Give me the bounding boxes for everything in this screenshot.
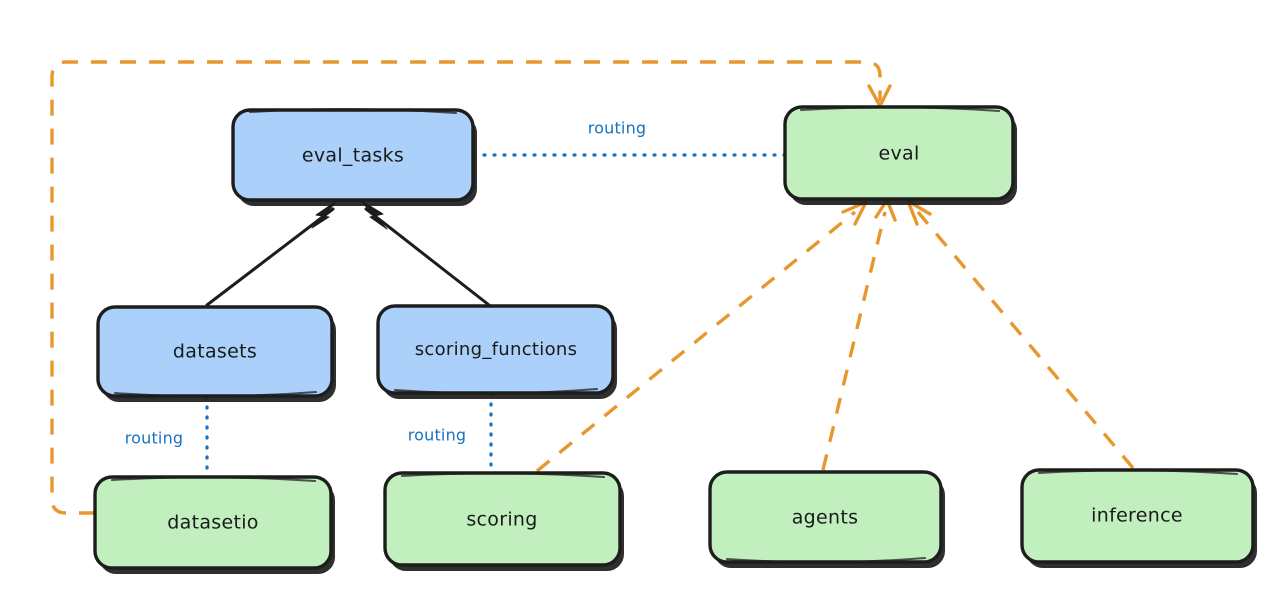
node-eval-label: eval <box>878 143 919 165</box>
edge-label-layer: routing routing routing <box>125 119 647 448</box>
node-agents[interactable]: agents <box>708 470 945 568</box>
node-scoring_functions-sketch-stroke <box>393 387 599 395</box>
edge-inference-to-eval-path <box>916 210 1135 470</box>
edge-datasets-to-eval_tasks-arrowhead <box>311 199 339 229</box>
node-datasetio-label: datasetio <box>167 512 258 534</box>
edge-datasets-to-eval_tasks-path <box>205 207 335 307</box>
edge-agents-to-eval-path <box>821 211 887 471</box>
node-inference-sketch-stroke <box>1037 469 1239 476</box>
node-eval_tasks-sketch-stroke <box>248 108 458 115</box>
node-datasetio[interactable]: datasetio <box>93 475 335 574</box>
node-datasets[interactable]: datasets <box>96 305 336 402</box>
edge-datasets-to-eval_tasks <box>205 199 339 307</box>
node-datasetio-sketch-stroke <box>110 476 317 483</box>
node-scoring-sketch-stroke <box>400 472 606 479</box>
node-eval-sketch-stroke <box>799 106 1001 113</box>
edge-label-routing-scoring: routing <box>408 426 467 445</box>
edge-label-routing-datasetio: routing <box>125 429 184 448</box>
node-scoring-label: scoring <box>466 509 537 531</box>
node-datasets-sketch-stroke <box>113 390 318 398</box>
edge-inference-to-eval <box>906 199 1135 470</box>
edge-label-routing-eval: routing <box>588 119 647 138</box>
node-eval[interactable]: eval <box>783 105 1017 205</box>
edge-scoring_functions-to-eval_tasks <box>359 199 491 307</box>
node-scoring_functions[interactable]: scoring_functions <box>376 304 617 399</box>
edge-datasetio-to-eval-path <box>50 60 882 515</box>
node-inference[interactable]: inference <box>1020 468 1257 568</box>
node-agents-sketch-stroke <box>725 556 927 564</box>
node-eval_tasks[interactable]: eval_tasks <box>231 108 477 206</box>
node-eval_tasks-label: eval_tasks <box>302 145 404 167</box>
edge-scoring_functions-to-eval_tasks-path <box>364 207 491 307</box>
edge-agents-to-eval <box>821 198 897 471</box>
node-scoring_functions-label: scoring_functions <box>415 339 578 360</box>
node-scoring[interactable]: scoring <box>383 471 624 571</box>
edge-scoring-to-eval-path <box>535 210 857 473</box>
node-datasets-label: datasets <box>173 341 257 363</box>
node-agents-label: agents <box>792 507 859 529</box>
edge-scoring_functions-to-eval_tasks-arrowhead <box>359 199 388 230</box>
node-inference-label: inference <box>1091 505 1183 527</box>
